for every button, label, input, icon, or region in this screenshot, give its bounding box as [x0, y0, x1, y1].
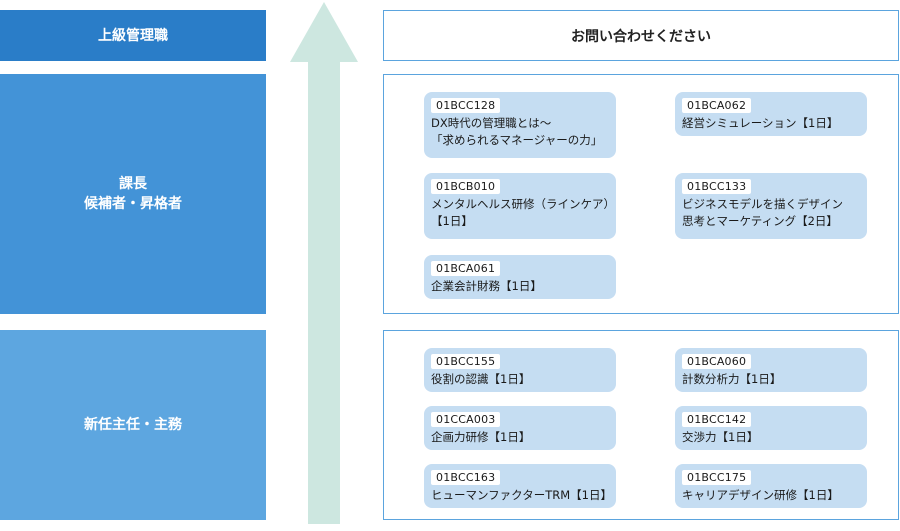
course-card[interactable]: 01BCB010 メンタルヘルス研修（ラインケア） 【1日】 — [424, 173, 616, 239]
level-label: 課長 — [119, 176, 147, 192]
course-title: キャリアデザイン研修【1日】 — [682, 488, 839, 502]
course-card[interactable]: 01BCC133 ビジネスモデルを描くデザイン 思考とマーケティング【2日】 — [675, 173, 867, 239]
course-code: 01BCC133 — [682, 179, 752, 194]
course-code: 01BCC155 — [431, 354, 501, 369]
course-code: 01BCC128 — [431, 98, 501, 113]
level-label: 新任主任・主務 — [84, 417, 182, 433]
up-arrow-icon — [290, 2, 358, 524]
level-section-chief-candidates: 課長 候補者・昇格者 — [0, 74, 266, 314]
course-card[interactable]: 01BCC128 DX時代の管理職とは〜 「求められるマネージャーの力」 — [424, 92, 616, 158]
course-code: 01BCA062 — [682, 98, 752, 113]
contact-panel: お問い合わせください — [383, 10, 899, 61]
course-title: ビジネスモデルを描くデザイン — [682, 197, 843, 211]
course-code: 01BCB010 — [431, 179, 501, 194]
course-title: 経営シミュレーション【1日】 — [682, 116, 839, 130]
course-card[interactable]: 01BCC175 キャリアデザイン研修【1日】 — [675, 464, 867, 508]
course-title: ヒューマンファクターTRM【1日】 — [431, 488, 612, 502]
course-code: 01BCA061 — [431, 261, 501, 276]
course-card[interactable]: 01BCA060 計数分析力【1日】 — [675, 348, 867, 392]
course-panel-new-supervisors: 01BCC155 役割の認識【1日】 01BCA060 計数分析力【1日】 01… — [383, 330, 899, 520]
level-new-supervisors: 新任主任・主務 — [0, 330, 266, 520]
course-card[interactable]: 01BCC163 ヒューマンファクターTRM【1日】 — [424, 464, 616, 508]
level-senior-management: 上級管理職 — [0, 10, 266, 61]
level-label: 候補者・昇格者 — [84, 196, 182, 212]
course-title: DX時代の管理職とは〜 — [431, 116, 552, 130]
course-title: 【1日】 — [431, 214, 473, 228]
course-code: 01CCA003 — [431, 412, 501, 427]
course-code: 01BCC175 — [682, 470, 752, 485]
course-title: メンタルヘルス研修（ラインケア） — [431, 197, 615, 211]
course-code: 01BCA060 — [682, 354, 752, 369]
course-title: 「求められるマネージャーの力」 — [431, 133, 603, 147]
course-title: 企画力研修【1日】 — [431, 430, 531, 444]
course-code: 01BCC142 — [682, 412, 752, 427]
course-code: 01BCC163 — [431, 470, 501, 485]
course-panel-section-chief: 01BCC128 DX時代の管理職とは〜 「求められるマネージャーの力」 01B… — [383, 74, 899, 314]
level-label: 上級管理職 — [98, 27, 168, 44]
course-title: 交渉力【1日】 — [682, 430, 759, 444]
contact-label: お問い合わせください — [571, 28, 711, 45]
course-card[interactable]: 01CCA003 企画力研修【1日】 — [424, 406, 616, 450]
course-card[interactable]: 01BCC142 交渉力【1日】 — [675, 406, 867, 450]
course-title: 計数分析力【1日】 — [682, 372, 782, 386]
course-card[interactable]: 01BCA062 経営シミュレーション【1日】 — [675, 92, 867, 136]
course-title: 思考とマーケティング【2日】 — [682, 214, 838, 228]
course-title: 企業会計財務【1日】 — [431, 279, 542, 293]
course-card[interactable]: 01BCA061 企業会計財務【1日】 — [424, 255, 616, 299]
course-card[interactable]: 01BCC155 役割の認識【1日】 — [424, 348, 616, 392]
course-title: 役割の認識【1日】 — [431, 372, 531, 386]
